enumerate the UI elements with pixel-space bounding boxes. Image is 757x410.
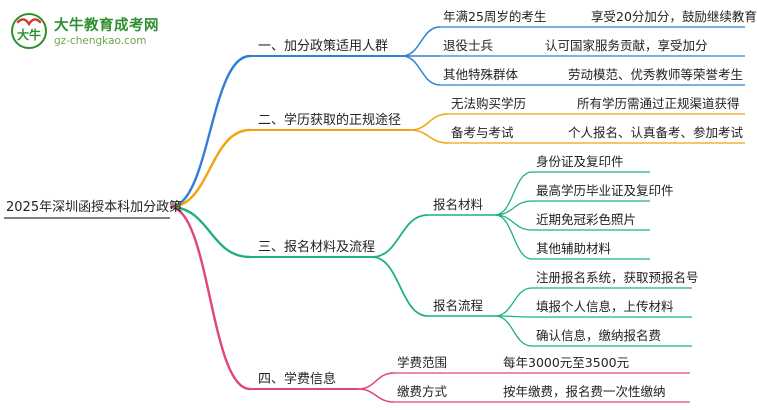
- link-root-branch2: [169, 128, 251, 209]
- watermark-brand: 大牛教育成考网: [54, 18, 159, 34]
- link-branch2-child-1: [409, 129, 449, 144]
- link-branch4-child-1: [357, 388, 395, 403]
- subgroup-process: 报名流程: [433, 298, 484, 313]
- bull-logo-icon: 大牛: [11, 13, 47, 49]
- link-materials-item-3: [494, 214, 533, 260]
- watermark-url: gz-chengkao.com: [54, 35, 147, 47]
- watermark-logo: 大牛 大牛教育成考网 gz-chengkao.com: [6, 8, 176, 52]
- link-branch3-process: [371, 256, 429, 317]
- material-photo: 近期免冠彩色照片: [536, 212, 637, 227]
- link-branch2-child-0: [409, 113, 449, 131]
- branch-tuition: 四、学费信息: [258, 372, 337, 387]
- process-register: 注册报名系统，获取预报名号: [536, 270, 699, 285]
- logo-mark-text: 大牛: [17, 27, 41, 42]
- link-root-branch1: [169, 54, 251, 209]
- branch2-detail-nobuy: 所有学历需通过正规渠道获得: [577, 96, 740, 111]
- branch1-detail-age25: 享受20分加分，鼓励继续教育: [591, 9, 757, 24]
- branch2-child-nobuy: 无法购买学历: [451, 96, 527, 111]
- root-node: 2025年深圳函授本科加分政策: [6, 200, 183, 215]
- material-other: 其他辅助材料: [536, 241, 612, 256]
- material-id-card: 身份证及复印件: [536, 154, 624, 169]
- branch4-child-payment: 缴费方式: [397, 384, 448, 399]
- process-fill-info: 填报个人信息，上传材料: [536, 299, 674, 314]
- subgroup-materials: 报名材料: [433, 197, 484, 212]
- branch4-detail-range: 每年3000元至3500元: [503, 355, 630, 370]
- material-diploma: 最高学历毕业证及复印件: [536, 183, 674, 198]
- branch1-detail-veterans: 认可国家服务贡献，享受加分: [545, 38, 708, 53]
- branch2-detail-exam: 个人报名、认真备考、参加考试: [568, 125, 744, 140]
- link-root-branch4: [169, 205, 251, 391]
- branch-materials-process: 三、报名材料及流程: [258, 240, 376, 255]
- link-materials-item-1: [494, 200, 533, 216]
- branch1-detail-special: 劳动模范、优秀教师等荣誉考生: [568, 67, 744, 82]
- branch4-detail-payment: 按年缴费，报名费一次性缴纳: [503, 384, 666, 399]
- process-confirm-pay: 确认信息，缴纳报名费: [536, 328, 662, 343]
- branch-legit-channels: 二、学历获取的正规途径: [258, 113, 402, 128]
- branch1-child-age25: 年满25周岁的考生: [443, 9, 547, 24]
- branch4-child-range: 学费范围: [397, 355, 448, 370]
- link-materials-item-0: [494, 171, 533, 216]
- link-process-item-2: [494, 315, 533, 347]
- link-branch4-child-0: [357, 372, 395, 390]
- branch2-child-exam: 备考与考试: [451, 125, 514, 140]
- link-branch3-materials: [371, 214, 429, 258]
- link-process-item-0: [494, 287, 533, 317]
- branch-eligible-groups: 一、加分政策适用人群: [258, 39, 389, 54]
- link-root-branch3: [169, 205, 251, 259]
- link-branch1-child-0: [401, 26, 441, 57]
- branch1-child-veterans: 退役士兵: [443, 38, 494, 53]
- link-branch1-child-2: [401, 55, 441, 86]
- branch1-child-special: 其他特殊群体: [443, 67, 519, 82]
